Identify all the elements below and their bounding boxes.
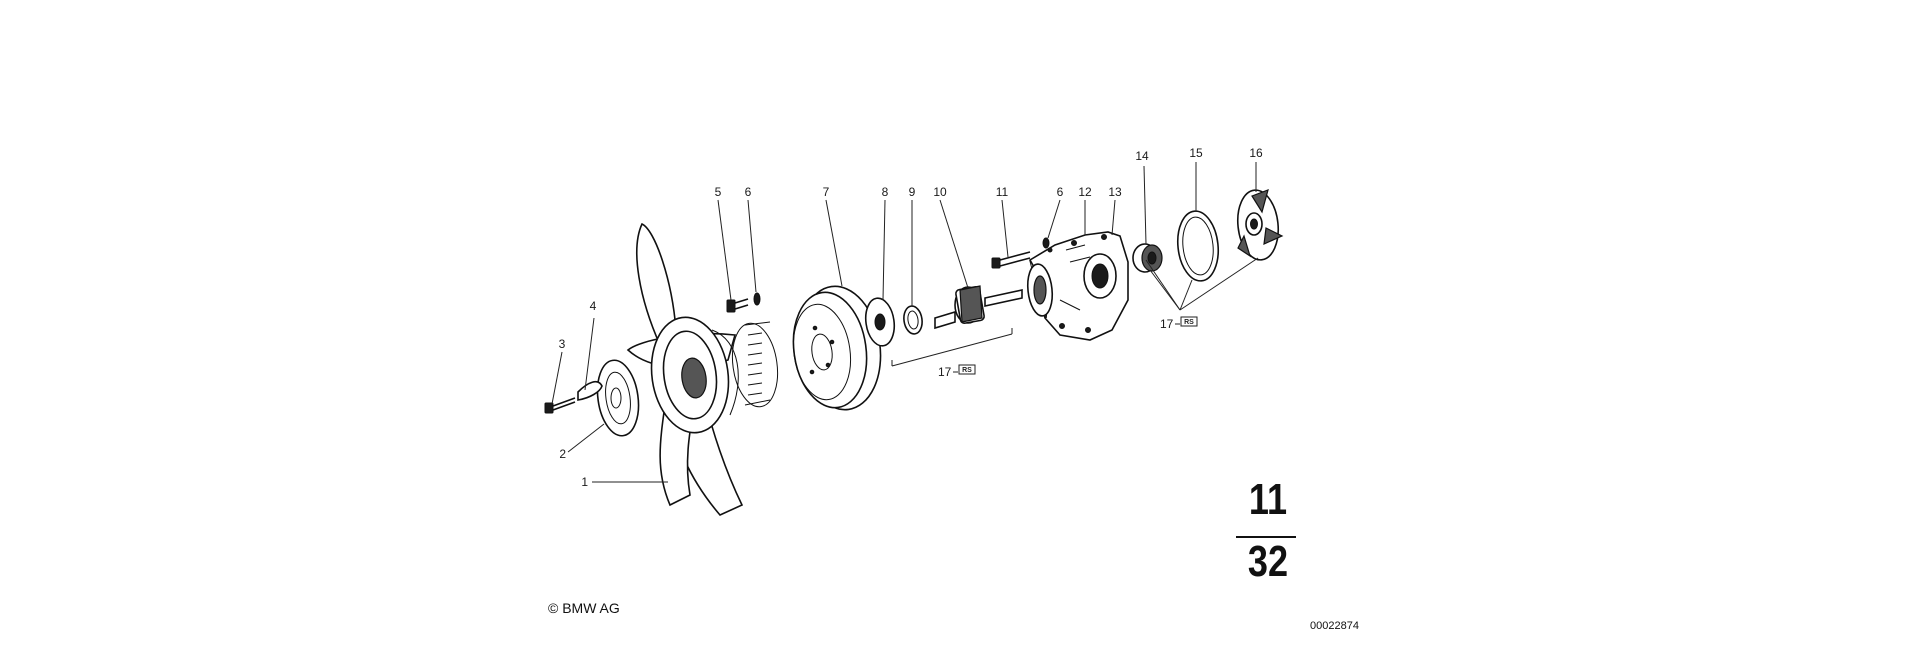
- copyright-notice: © BMW AG: [548, 600, 620, 616]
- fan-hub: [731, 321, 779, 408]
- fan-blade-assembly: [626, 222, 744, 516]
- pulley: [792, 285, 882, 411]
- group-ref-number: 17: [938, 365, 952, 379]
- section-number-sub: 32: [1247, 537, 1289, 586]
- group-ref-badge: RS: [1184, 319, 1194, 326]
- leader-lines: [551, 162, 1259, 483]
- housing-washer: [1042, 237, 1050, 249]
- callout-10: 10: [933, 185, 947, 199]
- callout-13: 13: [1108, 185, 1122, 199]
- pump-housing: [1026, 231, 1129, 341]
- circlip: [903, 305, 923, 335]
- group-ref-badge: RS: [962, 367, 972, 374]
- group-ref-upper: 17 RS: [1160, 316, 1198, 331]
- group-ref-lower: 17 RS: [938, 364, 976, 379]
- callout-5: 5: [715, 185, 722, 199]
- section-divider: [1236, 536, 1296, 538]
- fan-spacer: [596, 359, 640, 437]
- impeller: [1236, 189, 1284, 261]
- section-number-main: 11: [1248, 475, 1288, 524]
- pulley-bolt: [726, 292, 761, 313]
- seal-ring: [1132, 243, 1163, 273]
- diagram-id: 00022874: [1310, 620, 1359, 632]
- callout-15: 15: [1189, 146, 1203, 160]
- callout-6: 6: [745, 185, 752, 199]
- callout-9: 9: [909, 185, 916, 199]
- gasket: [1176, 210, 1220, 282]
- hub-flange: [864, 297, 896, 347]
- callout-14: 14: [1135, 149, 1149, 163]
- callout-1: 1: [581, 475, 588, 489]
- callout-6b: 6: [1057, 185, 1064, 199]
- callout-2: 2: [559, 447, 566, 461]
- callout-4: 4: [590, 299, 597, 313]
- callout-8: 8: [882, 185, 889, 199]
- group-ref-number: 17: [1160, 317, 1174, 331]
- callout-labels: 1 2 3 4 5 6 7 8 9 10 11 6 12 13 14 15 16: [559, 146, 1263, 489]
- callout-7: 7: [823, 185, 830, 199]
- callout-16: 16: [1249, 146, 1263, 160]
- bearing-shaft: [934, 285, 1023, 330]
- callout-11: 11: [996, 185, 1009, 199]
- callout-3: 3: [559, 337, 566, 351]
- bolt-and-lock-plate: [544, 380, 603, 414]
- callout-12: 12: [1078, 185, 1092, 199]
- housing-bolt: [991, 251, 1031, 269]
